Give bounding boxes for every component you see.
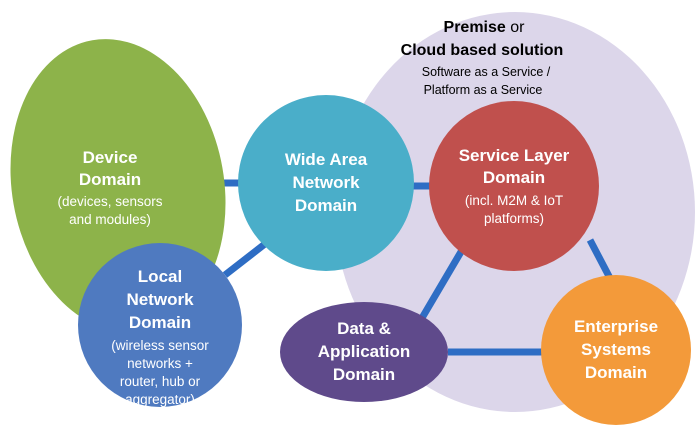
local-title-2: Network	[126, 290, 194, 309]
wan-title-3: Domain	[295, 196, 357, 215]
connector-service-enterprise	[586, 238, 616, 284]
dataapp-title-3: Domain	[333, 365, 395, 384]
local-sub-1: (wireless sensor	[111, 338, 209, 353]
enterprise-title-3: Domain	[585, 363, 647, 382]
enterprise-systems-domain-node	[541, 275, 691, 425]
local-title-1: Local	[138, 267, 182, 286]
connector-wan-local	[222, 237, 273, 278]
cloud-label-line3: Software as a Service /	[422, 65, 551, 79]
cloud-or-text: or	[506, 19, 525, 36]
device-title-2: Domain	[79, 170, 141, 189]
service-layer-domain-node	[429, 101, 599, 271]
local-title-3: Domain	[129, 313, 191, 332]
local-sub-3: router, hub or	[120, 374, 201, 389]
connector-service-dataapp	[418, 243, 469, 320]
local-sub-4: aggregator)	[125, 392, 195, 407]
enterprise-title-1: Enterprise	[574, 317, 658, 336]
data-application-domain-node	[280, 302, 448, 402]
wan-title-1: Wide Area	[285, 150, 368, 169]
cloud-premise-text: Premise	[444, 19, 506, 36]
local-network-domain-node	[78, 243, 242, 407]
service-sub-1: (incl. M2M & IoT	[465, 193, 563, 208]
cloud-label-line2: Cloud based solution	[401, 42, 564, 59]
device-title-1: Device	[83, 148, 138, 167]
wan-title-2: Network	[292, 173, 360, 192]
wan-domain-node	[238, 95, 414, 271]
cloud-label-line1: Premise or	[444, 19, 526, 36]
device-sub-2: and modules)	[69, 212, 151, 227]
cloud-label-line4: Platform as a Service	[424, 83, 543, 97]
local-sub-2: networks +	[127, 356, 193, 371]
service-title-2: Domain	[483, 168, 545, 187]
enterprise-title-2: Systems	[581, 340, 651, 359]
dataapp-title-1: Data &	[337, 319, 391, 338]
dataapp-title-2: Application	[318, 342, 411, 361]
device-sub-1: (devices, sensors	[57, 194, 162, 209]
service-title-1: Service Layer	[459, 146, 570, 165]
service-sub-2: platforms)	[484, 211, 544, 226]
